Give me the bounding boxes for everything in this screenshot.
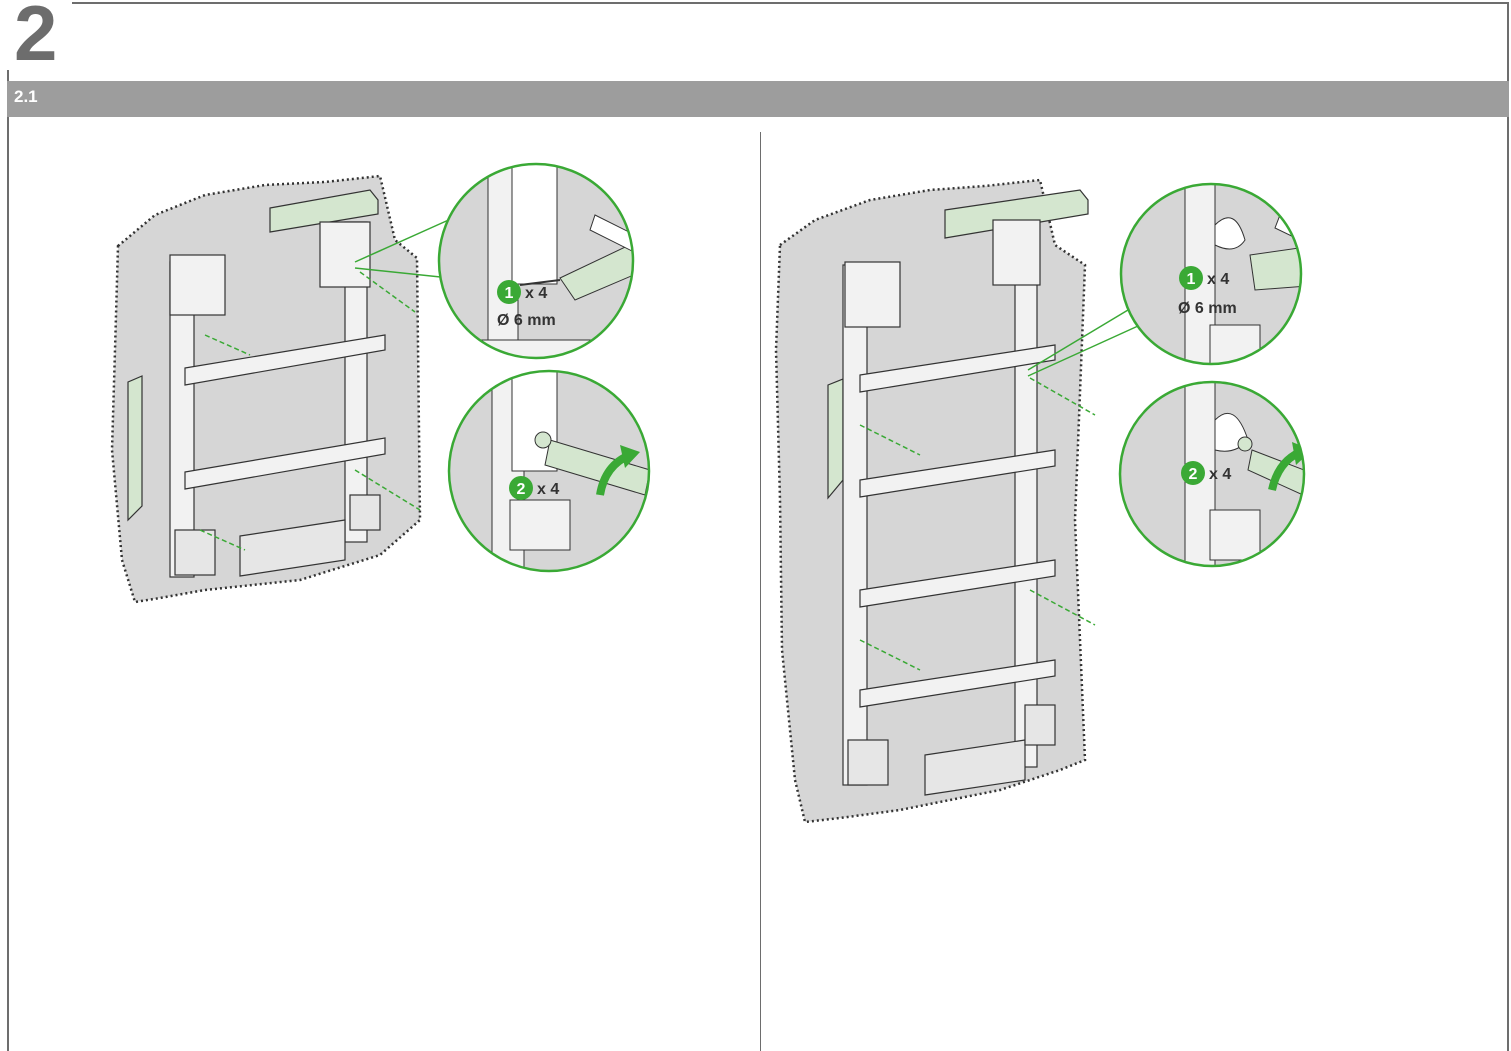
step-badge-2-left	[509, 476, 533, 500]
mounting-frame-left	[169, 221, 386, 578]
step-badge-1-right	[1179, 266, 1203, 290]
spirit-level-side-icon	[827, 378, 844, 500]
spirit-level-top-icon	[944, 189, 1089, 239]
step-number: 2	[14, 0, 58, 77]
step-1-left-size: Ø 6 mm	[497, 312, 556, 329]
right-figure: 1 x 4 Ø 6 mm 2 x 4	[774, 178, 1306, 824]
callout-screw-right: 2 x 4	[1118, 380, 1306, 568]
frame-left-border	[7, 70, 9, 1051]
step-badge-2-left-label: 2	[517, 481, 526, 498]
step-1-right-size: Ø 6 mm	[1178, 300, 1237, 317]
step-2-right-quantity: x 4	[1209, 466, 1231, 483]
step-badge-1-left	[497, 280, 521, 304]
section-bar	[7, 81, 1509, 117]
step-1-right-quantity: x 4	[1207, 271, 1229, 288]
callout-screw-left: 2 x 4	[447, 369, 651, 573]
frame-right-border	[1507, 2, 1509, 1051]
step-badge-1-right-label: 1	[1187, 271, 1196, 288]
drill-point-markers	[859, 309, 1139, 671]
section-label: 2.1	[14, 87, 38, 106]
step-badge-2-right	[1181, 461, 1205, 485]
panel-divider	[760, 132, 761, 1051]
callout-drill-right: 1 x 4 Ø 6 mm	[1119, 182, 1303, 366]
frame-top-border	[72, 2, 1509, 4]
left-figure: 1 x 4 Ø 6 mm 2 x 4	[110, 162, 651, 604]
spirit-level-top-icon	[269, 189, 379, 233]
mounting-frame-right	[842, 219, 1056, 796]
callout-drill-left: 1 x 4 Ø 6 mm	[437, 162, 635, 360]
step-1-left-quantity: x 4	[525, 285, 547, 302]
step-badge-1-left-label: 1	[505, 285, 514, 302]
step-badge-2-right-label: 2	[1189, 466, 1198, 483]
spirit-level-side-icon	[127, 375, 143, 522]
drill-point-markers	[199, 217, 454, 551]
step-2-left-quantity: x 4	[537, 481, 559, 498]
